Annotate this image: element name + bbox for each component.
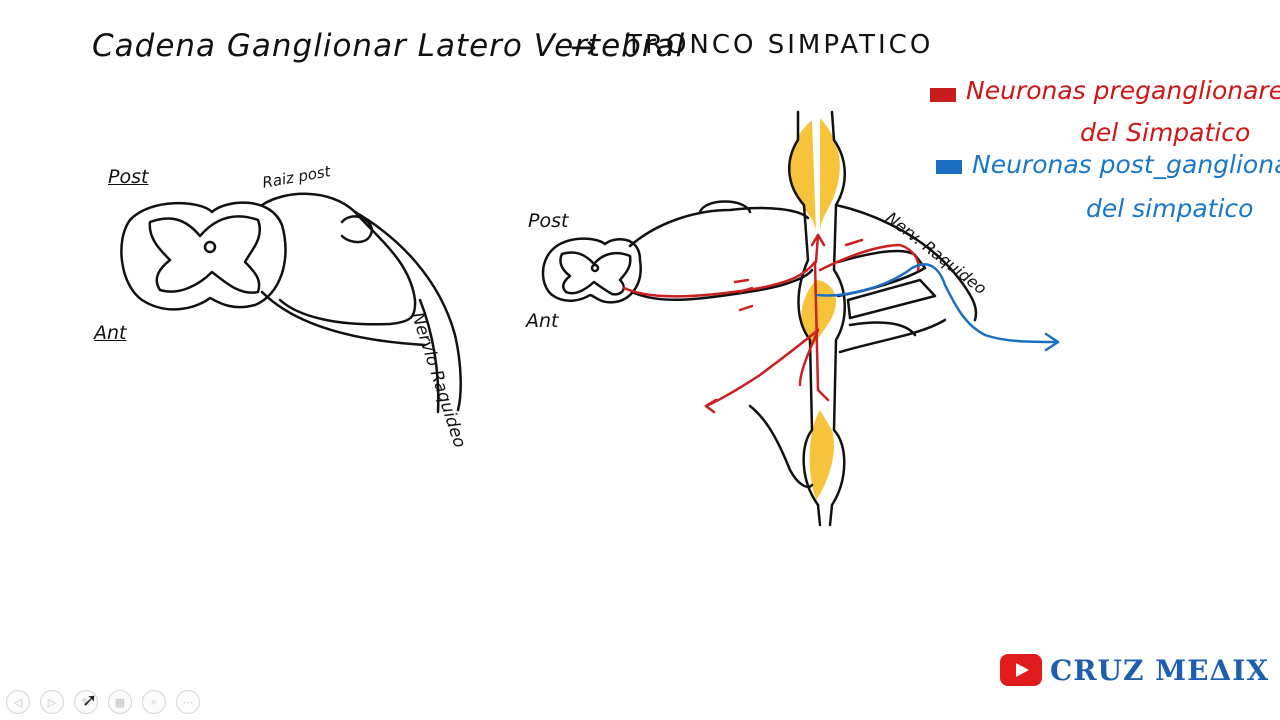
brand-logo: CRUZ MEΔIX <box>1000 652 1269 688</box>
legend-red-line2: del Simpatico <box>1080 118 1251 147</box>
central-canal-left <box>203 240 217 254</box>
rami-right <box>836 249 927 298</box>
sympathetic-trunk-diagram <box>541 110 978 527</box>
gray-matter-right <box>559 251 632 296</box>
postganglionic-fiber <box>816 263 1060 352</box>
ventral-root-left <box>260 290 427 347</box>
next-icon[interactable]: ▷ <box>40 690 64 714</box>
slides-icon[interactable]: ▦ <box>108 690 132 714</box>
label-ant-left: Ant <box>94 322 127 344</box>
label-ant-right: Ant <box>526 310 559 332</box>
legend-red-swatch <box>930 88 956 102</box>
title-arrow: → <box>570 28 597 66</box>
legend-red-line1: Neuronas preganglionares <box>966 76 1280 105</box>
spinal-nerve-left-inner <box>418 298 440 414</box>
legend-blue-swatch <box>936 160 962 174</box>
slideshow-controls: ◁ ▷ ✎ ▦ ⌕ ⋯ <box>6 690 200 714</box>
youtube-play-icon <box>1000 654 1042 686</box>
title-left: Cadena Ganglionar Latero Vertebral <box>92 28 686 64</box>
legend-blue-line1: Neuronas post_ganglionar <box>972 150 1280 179</box>
prev-icon[interactable]: ◁ <box>6 690 30 714</box>
cord-outline-left <box>120 201 287 311</box>
cord-outline-right <box>541 237 642 304</box>
dorsal-ganglion-left <box>340 215 374 244</box>
preganglionic-fibers <box>622 233 920 414</box>
title-right: TRONCO SIMPATICO <box>626 30 934 60</box>
mouse-cursor-icon: ➚ <box>82 690 98 711</box>
dorsal-root-right <box>628 206 810 248</box>
label-post-left: Post <box>108 166 149 188</box>
more-icon[interactable]: ⋯ <box>176 690 200 714</box>
ventral-root-right <box>630 268 814 302</box>
ganglion-yellow-fill <box>789 120 816 230</box>
spinal-nerve-left <box>353 210 462 412</box>
trunk-left-edge <box>787 110 822 527</box>
gray-matter-left <box>148 215 261 294</box>
dorsal-root-left <box>260 192 417 326</box>
zoom-icon[interactable]: ⌕ <box>142 690 166 714</box>
pen-icon[interactable]: ✎ <box>74 690 98 714</box>
spinal-nerve-right <box>834 203 978 322</box>
dorsal-ganglion-right <box>698 200 752 214</box>
legend-blue-line2: del simpatico <box>1086 194 1254 223</box>
brand-text: CRUZ MEΔIX <box>1050 653 1270 687</box>
label-post-right: Post <box>528 210 569 232</box>
trunk-right-edge <box>828 110 846 527</box>
